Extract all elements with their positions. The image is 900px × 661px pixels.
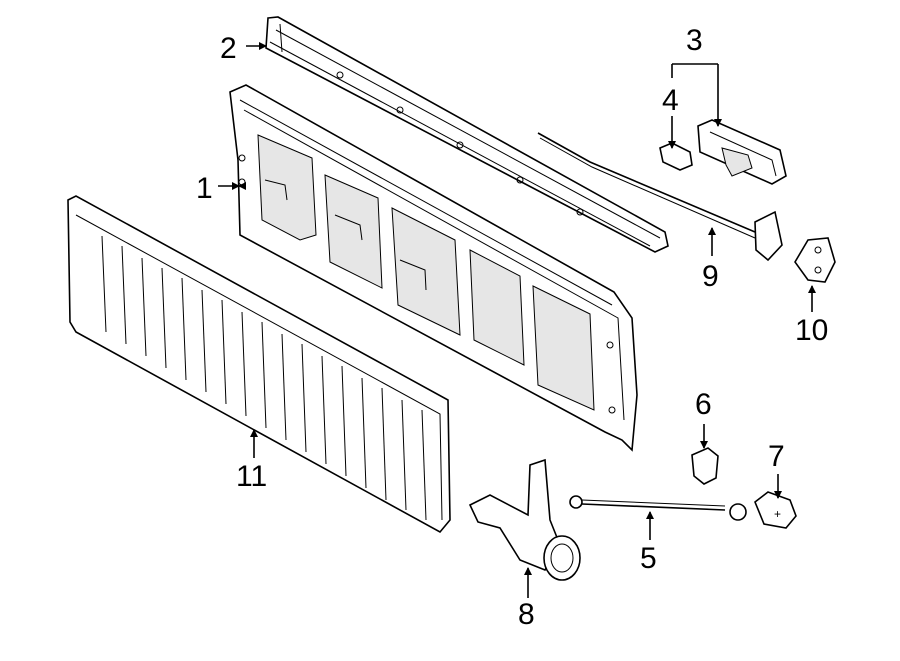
bracket-part-6 <box>691 447 719 485</box>
latch-part-4 <box>659 142 693 171</box>
latch-rod-part-9 <box>537 132 783 262</box>
tailgate-inner-panel <box>229 84 638 452</box>
callout-5: 5 <box>640 542 657 575</box>
callout-3: 3 <box>686 24 703 57</box>
callout-1: 1 <box>196 172 213 205</box>
striker-part-10 <box>794 237 836 283</box>
outer-panel-ribs <box>101 235 427 521</box>
callout-11: 11 <box>236 460 267 493</box>
callout-8: 8 <box>518 598 535 631</box>
support-cable-part-5 <box>569 495 747 521</box>
callout-7: 7 <box>768 440 785 473</box>
cap-part-7: + <box>754 491 797 529</box>
callout-10: 10 <box>795 314 828 347</box>
leader-lines <box>218 42 816 598</box>
tailgate-outer-panel <box>67 195 451 534</box>
handle-assembly-part-3 <box>697 119 787 185</box>
svg-text:+: + <box>774 507 781 521</box>
callout-9: 9 <box>702 260 719 293</box>
callout-4: 4 <box>662 84 679 117</box>
callout-6: 6 <box>695 388 712 421</box>
callout-2: 2 <box>220 32 237 65</box>
callout-labels: 1 2 3 4 5 6 7 8 9 10 11 <box>196 24 828 631</box>
hinge-bracket-part-8 <box>468 458 581 581</box>
